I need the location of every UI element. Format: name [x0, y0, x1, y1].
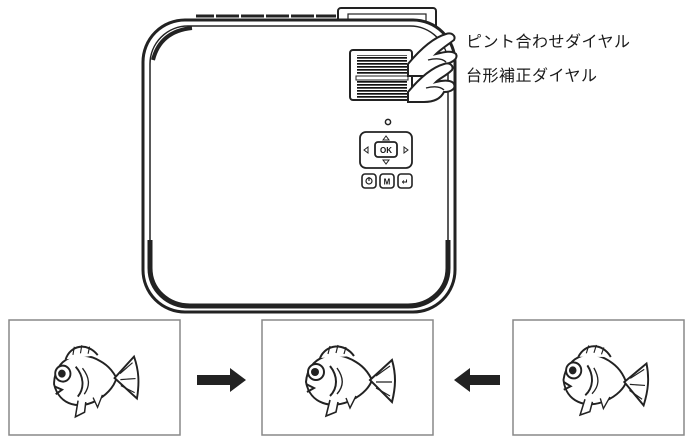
menu-button-label: M	[384, 178, 391, 187]
keystone-dial	[357, 81, 407, 98]
screen-panel-right	[512, 319, 685, 436]
back-button-label: ↵	[402, 178, 409, 187]
arrow-left-icon	[454, 368, 500, 392]
back-button	[397, 173, 413, 189]
screen-panel-center	[261, 319, 434, 436]
ok-button-label: OK	[380, 146, 392, 155]
focus-dial	[357, 55, 407, 75]
projector-top-view: OK M ↵	[141, 7, 457, 314]
focus-dial-label: ピント合わせダイヤル	[466, 32, 631, 51]
keystone-dial-label: 台形補正ダイヤル	[466, 66, 598, 85]
hand-pointer-keystone-icon	[407, 62, 456, 103]
screen-panel-left	[8, 319, 181, 436]
status-led	[384, 118, 392, 126]
menu-button	[379, 173, 395, 189]
ok-button	[374, 141, 398, 158]
arrow-right-icon	[197, 368, 246, 392]
